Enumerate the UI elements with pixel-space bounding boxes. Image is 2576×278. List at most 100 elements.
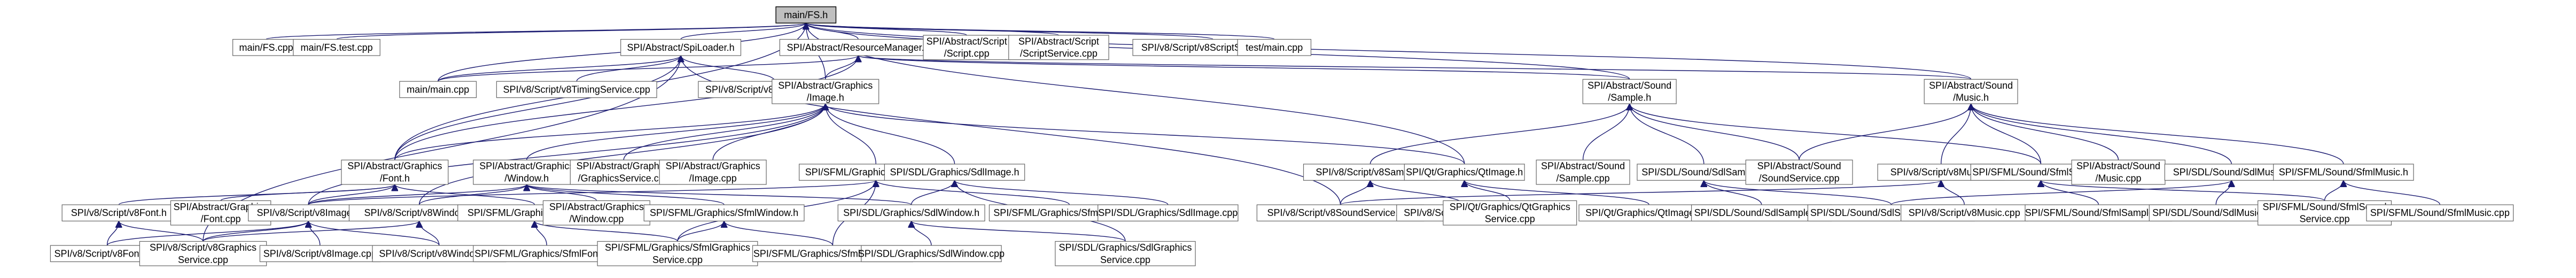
node-scriptsvc-cpp[interactable]: SPI/Abstract/Script/ScriptService.cpp [1008,35,1109,60]
edge-abswindow-h-to-sfmlwindow-h [527,184,725,205]
edge-v8image-h-to-v8window-cpp [308,221,440,246]
node-label: SPI/Abstract/Sound [1757,161,1841,172]
node-label: Service.cpp [178,254,228,265]
edge-absimage-h-to-qtimage-h [826,103,1465,165]
node-sfmlgfxsvc-cpp[interactable]: SPI/SFML/Graphics/SfmlGraphicsService.cp… [597,241,758,266]
node-sfmlmusic-h[interactable]: SPI/SFML/Sound/SfmlMusic.h [2273,164,2414,181]
edge-v8music-h-to-v8music-cpp [1941,180,1965,205]
node-v8timing-cpp[interactable]: SPI/v8/Script/v8TimingService.cpp [496,81,657,98]
edge-absmusic-h-to-abssoundsvc-cpp [1799,104,1971,160]
edge-absmusic-h-to-v8music-h [1941,104,1971,164]
node-absgfxsvc-cpp[interactable]: SPI/Abstract/Graphics/GraphicsService.cp… [570,159,678,185]
edge-sfmlmusic-h-to-sfmlmusic-cpp [2344,180,2440,205]
edge-absmusic-h-to-sfmlmusic-h [1971,103,2344,165]
node-v8image-h[interactable]: SPI/v8/Script/v8Image.h [248,204,369,222]
node-label: SPI/SDL/Sound/SdlSample.h [1641,167,1766,177]
node-resmgr-h[interactable]: SPI/Abstract/ResourceManager.h [779,38,937,56]
node-qtimage-h[interactable]: SPI/Qt/Graphics/QtImage.h [1404,164,1525,181]
node-absimage-cpp[interactable]: SPI/Abstract/Graphics/Image.cpp [659,159,767,185]
edge-sploader-h-to-v8core-cpp [681,55,776,82]
node-box [1443,200,1577,226]
edge-fs-h-to-absmusic-h [806,22,1972,80]
node-box [473,159,581,185]
node-label: /GraphicsService.cpp [578,173,670,184]
node-box [643,204,805,222]
node-label: SPI/SDL/Graphics/SdlImage.cpp [1098,207,1238,218]
node-sdlimage-cpp[interactable]: SPI/SDL/Graphics/SdlImage.cpp [1098,204,1239,222]
node-box [1582,79,1677,104]
edge-absfont-h-to-sfmlfont-h [395,184,535,205]
edge-absmusic-h-to-absmusic-cpp [1971,104,2119,160]
node-label: SPI/Qt/Graphics/QtImage.h [1406,167,1523,177]
edge-v8image-h-to-v8image-cpp [308,221,321,246]
node-box [61,204,176,222]
node-sdlwindow-cpp[interactable]: SPI/SDL/Graphics/SdlWindow.cpp [858,245,1005,262]
node-label: /Sample.h [1608,92,1651,103]
node-label: /Music.h [1953,92,1989,103]
node-box [2025,204,2173,222]
node-box [232,38,300,56]
node-v8music-cpp[interactable]: SPI/v8/Script/v8Music.cpp [1901,204,2028,222]
node-label: /Image.h [807,92,844,103]
node-abswindow-h[interactable]: SPI/Abstract/Graphics/Window.h [473,159,581,185]
edge-fs-h-to-script-cpp [806,22,967,36]
node-label: SPI/v8/Script/v8TimingService.cpp [503,84,650,95]
edge-sdlmusic-h-to-sdlsoundsvc-cpp [1890,180,2232,205]
node-main-cpp[interactable]: main/main.cpp [399,81,477,98]
node-box [1008,35,1109,60]
node-v8image-cpp[interactable]: SPI/v8/Script/v8Image.cpp [259,245,380,262]
node-sfmlwindow-h[interactable]: SPI/SFML/Graphics/SfmlWindow.h [643,204,805,222]
node-label: SPI/v8/Script/v8Window.cpp [379,248,499,259]
node-box [861,245,1002,262]
node-testmain-cpp[interactable]: test/main.cpp [1237,38,1312,56]
node-box [2366,204,2514,222]
node-box [772,79,880,104]
node-box [473,245,621,262]
edge-resmgr-h-to-abssample-h [858,55,1630,80]
node-sdlimage-h[interactable]: SPI/SDL/Graphics/SdlImage.h [884,164,1025,181]
node-label: SPI/v8/Script/v8Music.cpp [1909,207,2020,218]
edge-sfmlimage-h-to-v8image-h [308,180,876,205]
node-absmusic-cpp[interactable]: SPI/Abstract/Sound/Music.cpp [2071,159,2166,185]
edge-abswindow-h-to-v8image-h [308,184,527,205]
edge-v8font-h-to-v8font-cpp [106,221,119,246]
node-sfmlfont-cpp[interactable]: SPI/SFML/Graphics/SfmlFont.cpp [473,245,621,262]
node-box [1924,79,2018,104]
edge-qtimage-h-to-qtgfxsvc-cpp [1465,180,1511,201]
edge-absimage-h-to-abswindow-h [526,103,826,160]
node-absfont-h[interactable]: SPI/Abstract/Graphics/Font.h [341,159,449,185]
node-absimage-h[interactable]: SPI/Abstract/Graphics/Image.h [772,79,880,104]
edge-sfmlwindow-h-to-sfmlwindow-cpp [724,221,834,246]
edge-sploader-h-to-v8soundsvc-cpp [681,56,1341,205]
node-fs-cpp[interactable]: main/FS.cpp [232,38,300,56]
node-box [1745,159,1853,185]
node-sfmlmusic-cpp[interactable]: SPI/SFML/Sound/SfmlMusic.cpp [2366,204,2514,222]
node-abssample-h[interactable]: SPI/Abstract/Sound/Sample.h [1582,79,1677,104]
node-qtimage-cpp[interactable]: SPI/Qt/Graphics/QtImage.cpp [1578,204,1719,222]
node-sdlwindow-h[interactable]: SPI/SDL/Graphics/SdlWindow.h [837,204,985,222]
node-label: main/main.cpp [407,84,469,95]
edge-abssample-h-to-abssoundsvc-cpp [1630,104,1800,160]
node-v8soundsvc-cpp[interactable]: SPI/v8/Script/v8SoundService.cpp [1256,204,1425,222]
node-fs-test[interactable]: main/FS.test.cpp [293,38,380,56]
node-v8font-h[interactable]: SPI/v8/Script/v8Font.h [61,204,176,222]
node-label: SPI/SDL/Sound/SdlMusic.h [2173,167,2290,177]
node-absmusic-h[interactable]: SPI/Abstract/Sound/Music.h [1924,79,2018,104]
node-abswindow-cpp[interactable]: SPI/Abstract/Graphics/Window.cpp [542,200,650,226]
node-fs-h[interactable]: main/FS.h [775,6,837,24]
node-sfmlsample-cpp[interactable]: SPI/SFML/Sound/SfmlSample.cpp [2025,204,2173,222]
node-script-cpp[interactable]: SPI/Abstract/Script/Script.cpp [923,35,1010,60]
node-abssoundsvc-cpp[interactable]: SPI/Abstract/Sound/SoundService.cpp [1745,159,1853,185]
node-label: SPI/Abstract/SpiLoader.h [627,42,735,53]
node-box [1055,241,1196,266]
node-label: SPI/SDL/Sound/SdlSample.cpp [1694,207,1829,218]
edge-fs-h-to-fs-test [336,22,806,40]
node-label: /Font.h [380,173,410,184]
node-sploader-h[interactable]: SPI/Abstract/SpiLoader.h [620,38,742,56]
node-label: SPI/v8/Script/v8Sample.h [1316,167,1425,177]
node-abssample-cpp[interactable]: SPI/Abstract/Sound/Sample.cpp [1536,159,1630,185]
edge-sdlimage-h-to-sdlwindow-h [910,180,955,205]
